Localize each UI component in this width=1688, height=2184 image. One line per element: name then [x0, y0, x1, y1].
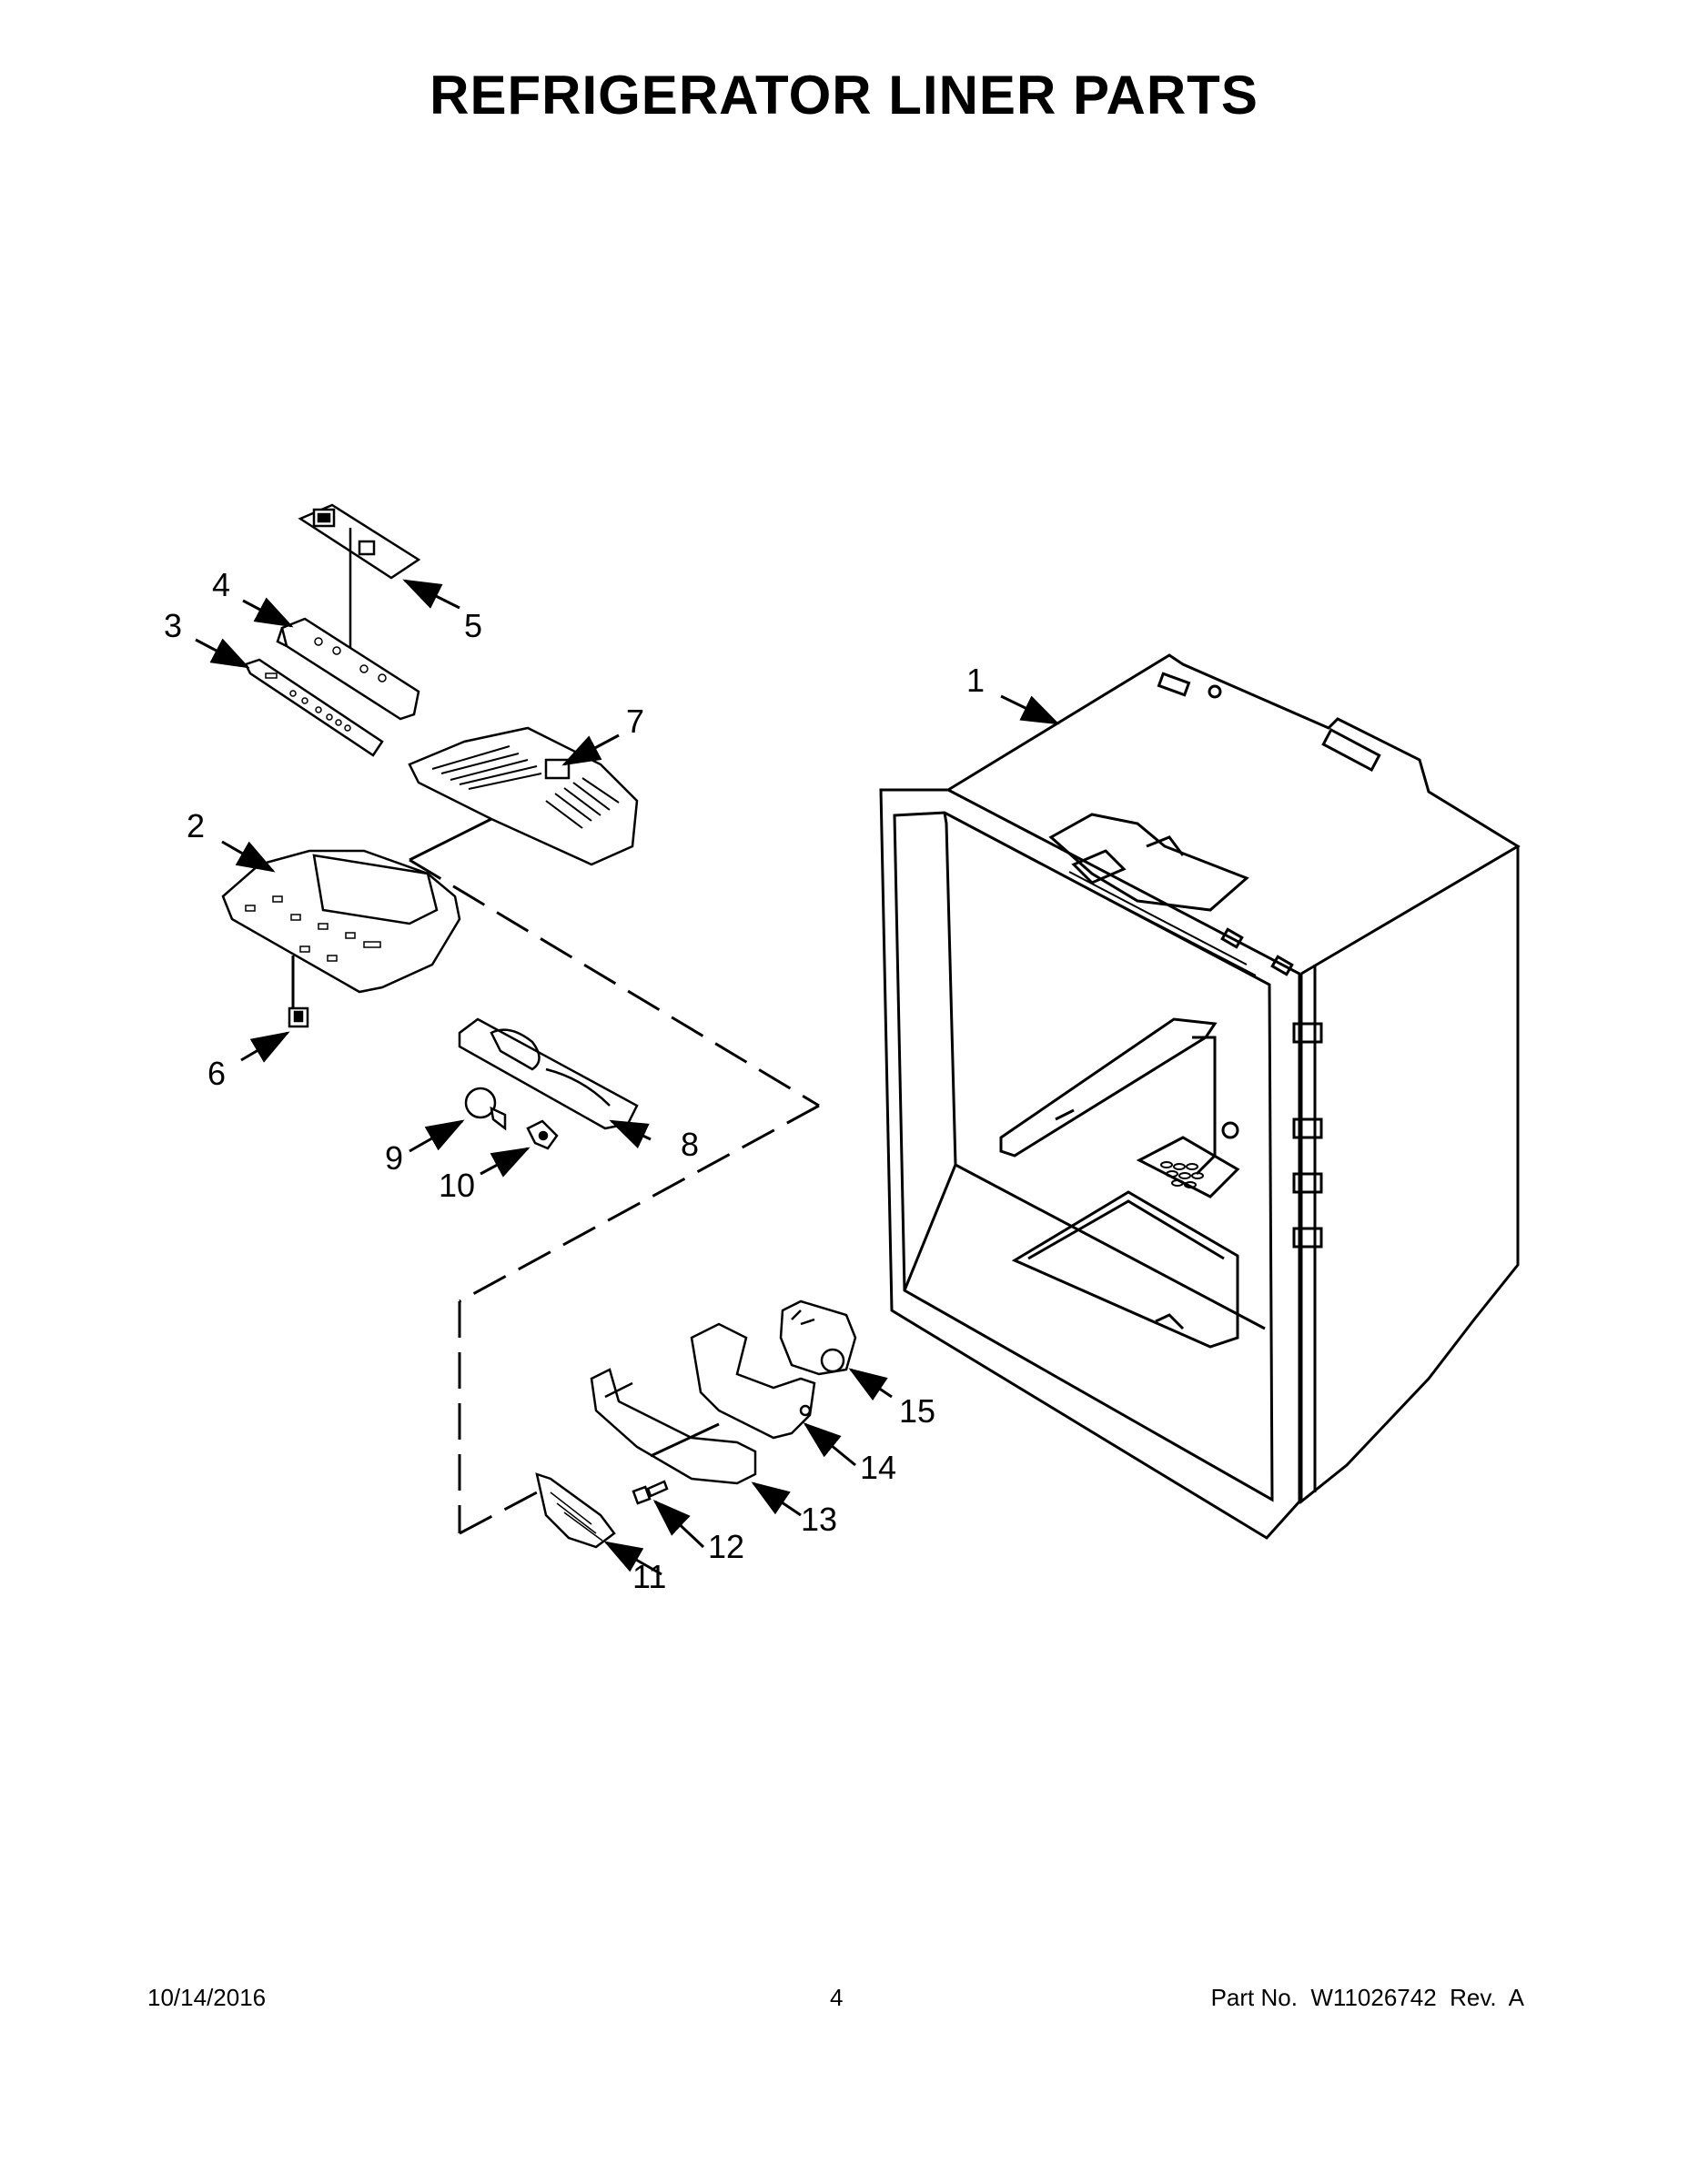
- footer-page-number: 4: [830, 1984, 844, 2011]
- part-4-control-housing[interactable]: [276, 617, 420, 721]
- part-2-light-housing[interactable]: [221, 849, 461, 994]
- callout-8: 8: [681, 1126, 699, 1163]
- leader-arrows: [195, 579, 1060, 1576]
- callout-5: 5: [464, 607, 482, 644]
- callout-2: 2: [187, 807, 205, 844]
- page-title: REFRIGERATOR LINER PARTS: [430, 65, 1258, 126]
- part-6-switch[interactable]: [288, 1006, 309, 1028]
- callout-7: 7: [626, 703, 644, 740]
- part-15-motor[interactable]: [779, 1299, 857, 1376]
- callout-11: 11: [632, 1558, 666, 1595]
- callout-15: 15: [899, 1392, 935, 1430]
- callout-12: 12: [708, 1528, 744, 1565]
- part-1-liner[interactable]: [879, 653, 1521, 1540]
- callout-9: 9: [385, 1139, 403, 1177]
- footer-date: 10/14/2016: [147, 1984, 267, 2011]
- callout-labels: 1 2 3 4 5 6 7 8 9 10 11 12 13 14 15: [164, 566, 985, 1595]
- part-5-control-board[interactable]: [298, 503, 421, 669]
- callout-6: 6: [207, 1055, 226, 1092]
- callout-14: 14: [860, 1449, 896, 1486]
- footer-part-number: Part No. W11026742 Rev. A: [1210, 1984, 1524, 2011]
- callout-10: 10: [439, 1167, 475, 1204]
- callout-4: 4: [212, 566, 230, 603]
- part-11-grille[interactable]: [535, 1472, 616, 1549]
- part-10-socket[interactable]: [526, 1119, 559, 1150]
- callout-3: 3: [164, 607, 182, 644]
- part-12-screw[interactable]: [632, 1480, 669, 1505]
- part-3-display-overlay[interactable]: [244, 658, 384, 757]
- callout-13: 13: [801, 1501, 837, 1538]
- part-9-bulb[interactable]: [464, 1087, 507, 1131]
- part-14-damper-housing[interactable]: [690, 1322, 816, 1440]
- assembly-lines: [291, 817, 820, 1535]
- part-13-drawer-duct[interactable]: [590, 1368, 757, 1485]
- callout-1: 1: [966, 662, 985, 699]
